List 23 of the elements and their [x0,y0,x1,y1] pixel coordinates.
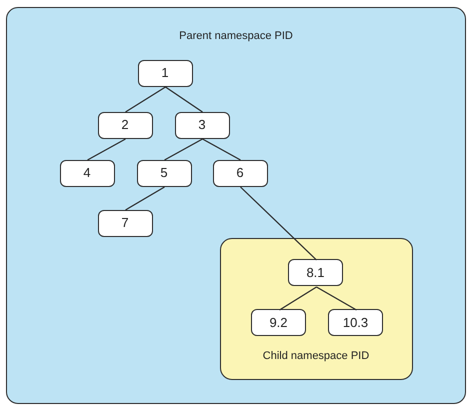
connector-line [87,138,126,161]
panel-heading: Parent namespace PID [178,29,294,44]
process-box: 3 [174,112,230,138]
connector-line [279,286,317,311]
process-box: 8.1 [288,259,343,286]
connector-line [202,138,241,161]
process-box: 10.3 [328,309,383,336]
process-box: 1 [138,60,192,86]
connector-line [165,86,203,112]
process-box: 5 [136,160,192,186]
connector-line [125,186,165,211]
namespace-panel [6,7,466,404]
connector-line [125,86,166,112]
process-box: 9.2 [251,309,306,336]
process-box: 2 [98,112,152,138]
connector-line [240,186,317,260]
process-box: 7 [98,210,152,236]
namespace-panel [220,238,412,380]
process-box: 4 [60,160,114,186]
panel-heading: Child namespace PID [262,349,370,364]
process-box: 6 [212,160,268,186]
connector-line [316,286,357,311]
connector-line [164,138,203,161]
